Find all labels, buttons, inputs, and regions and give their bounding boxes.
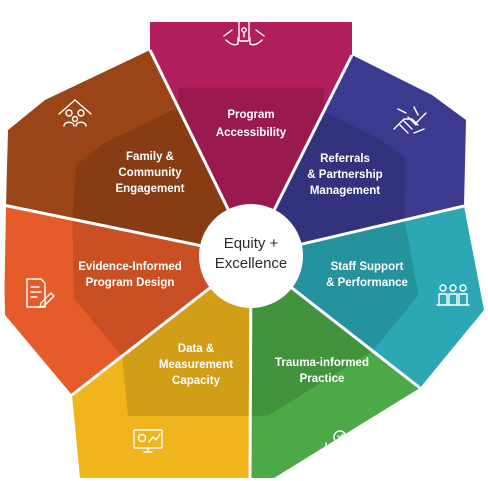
phone-hands-icon	[223, 20, 265, 46]
segment-label-staff-support-line2: & Performance	[326, 277, 408, 289]
segment-label-program-accessibility-line1: Program	[227, 109, 274, 121]
segment-inner-program-accessibility	[178, 87, 324, 257]
document-edit-icon	[26, 278, 55, 308]
dashboard-monitor-icon	[133, 429, 163, 453]
center-title-line1: Equity +	[224, 235, 279, 252]
segment-data-measurement	[72, 256, 251, 478]
segment-label-program-accessibility-line2: Accessibility	[216, 127, 287, 139]
family-home-icon	[58, 99, 92, 127]
segment-label-referrals-partnership-line3: Management	[310, 185, 380, 197]
segment-trauma-informed	[250, 256, 420, 478]
segment-inner-family-community	[72, 107, 251, 257]
segment-label-family-community-line2: Community	[118, 167, 182, 179]
segment-staff-support	[251, 206, 484, 388]
people-group-icon	[436, 284, 470, 306]
center-title-line2: Excellence	[215, 255, 288, 272]
segment-label-evidence-informed-line1: Evidence-Informed	[78, 261, 182, 273]
segment-label-family-community-line3: Engagement	[115, 183, 184, 195]
segment-label-data-measurement-line3: Capacity	[172, 375, 221, 387]
segment-referrals-partnership	[251, 55, 466, 256]
segment-label-trauma-informed-line1: Trauma-informed	[275, 357, 369, 369]
segment-label-data-measurement-line1: Data &	[178, 343, 214, 355]
segment-program-accessibility	[150, 22, 352, 256]
segment-label-data-measurement-line2: Measurement	[159, 359, 233, 371]
care-hands-icon	[325, 430, 355, 458]
segment-label-referrals-partnership-line1: Referrals	[320, 153, 370, 165]
segment-label-referrals-partnership-line2: & Partnership	[307, 169, 382, 181]
segment-label-evidence-informed-line2: Program Design	[86, 277, 175, 289]
segment-family-community	[4, 50, 251, 256]
segment-label-family-community-line1: Family &	[126, 151, 174, 163]
segment-label-staff-support-line1: Staff Support	[331, 261, 404, 273]
center-circle	[199, 204, 303, 308]
segment-evidence-informed	[4, 205, 251, 395]
handshake-icon	[393, 106, 427, 134]
segment-inner-referrals-partnership	[251, 111, 406, 256]
segment-label-trauma-informed-line2: Practice	[300, 373, 345, 385]
